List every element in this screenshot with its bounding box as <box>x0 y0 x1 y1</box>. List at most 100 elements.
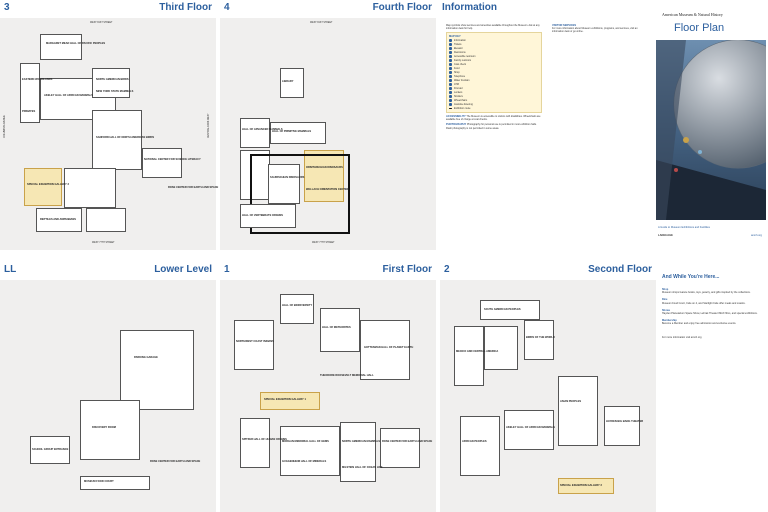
elevator-icon <box>449 46 452 50</box>
key-row: Information <box>449 38 539 42</box>
lower-level-panel: LL Lower Level PARKING GARAGE DISCOVERY … <box>0 262 216 512</box>
wheelchair-icon <box>449 98 452 102</box>
key-row: Exhibition route <box>449 106 539 110</box>
website-link[interactable]: amnh.org <box>751 234 762 237</box>
hall-label: MEXICO AND CENTRAL AMERICA <box>456 350 499 353</box>
hall-label: SOUTH AMERICAN PEOPLES <box>484 308 521 311</box>
map-block <box>524 320 554 360</box>
second-floor-header: 2 Second Floor <box>440 262 656 278</box>
map-block <box>480 300 540 320</box>
hall-label: SPECIAL EXHIBITION GALLERY 3 <box>27 183 69 186</box>
hall-label: NATIONAL CENTER FOR SCIENCE LITERACY <box>144 158 201 161</box>
coat-icon <box>449 62 452 66</box>
hall-label: MILSTEIN HALL OF OCEAN LIFE <box>342 466 383 469</box>
fourth-floor-header: 4 Fourth Floor <box>220 0 436 16</box>
locker-icon <box>449 90 452 94</box>
key-row: Assistive listening <box>449 102 539 106</box>
floor-title: Third Floor <box>159 2 212 13</box>
food-icon <box>449 66 452 70</box>
hall-label: ROSE CENTER FOR EARTH AND SPACE <box>382 440 433 443</box>
map-block <box>340 422 376 482</box>
orientation-center-block <box>304 150 344 202</box>
map-block <box>270 122 326 144</box>
hall-label: SAURISCHIAN DINOSAURS <box>270 176 305 179</box>
info-column-left: Map symbols show services and amenities … <box>446 24 542 132</box>
phone-icon <box>449 74 452 78</box>
hayden-sphere-illustration <box>656 40 766 220</box>
fourth-floor-panel: 4 Fourth Floor WEST 81ST STREET WEST 77T… <box>220 0 436 250</box>
map-block <box>234 320 274 370</box>
map-key-title: MAP KEY <box>449 35 461 39</box>
map-block <box>240 204 296 228</box>
third-floor-header: 3 Third Floor <box>0 0 216 16</box>
key-row: ATM <box>449 82 539 86</box>
map-block <box>360 320 410 380</box>
hall-label: NORTHWEST COAST INDIANS <box>236 340 274 343</box>
family-icon <box>449 58 452 62</box>
key-row: Tickets <box>449 42 539 46</box>
atm-icon <box>449 82 452 86</box>
hall-label: NORTH AMERICAN MAMMALS <box>342 440 381 443</box>
map-block <box>484 326 518 370</box>
while-here-title: And While You're Here... <box>662 274 720 280</box>
hall-label: ASIAN PEOPLES <box>560 400 582 403</box>
hall-label: SCHOOL GROUP ENTRANCE <box>32 448 69 451</box>
ticket-icon <box>449 42 452 46</box>
map-block <box>64 168 116 208</box>
hall-label: GOTTESMAN HALL OF PLANET EARTH <box>364 346 414 349</box>
map-block <box>92 110 142 170</box>
third-floor-panel: 3 Third Floor WEST 81ST STREET WEST 77TH… <box>0 0 219 250</box>
map-block <box>80 400 140 460</box>
map-block <box>80 476 150 490</box>
map-block <box>280 68 304 98</box>
street-label: CENTRAL PARK WEST <box>208 113 210 138</box>
hall-label: HALL OF METEORITES <box>322 326 351 329</box>
information-title: Information <box>442 2 497 13</box>
hall-label: MARGARET MEAD HALL OF PACIFIC PEOPLES <box>46 42 106 45</box>
map-block <box>240 418 270 468</box>
hall-label: NORTH AMERICAN BIRDS <box>96 78 129 81</box>
map-block <box>268 164 300 204</box>
key-row: Coat check <box>449 62 539 66</box>
lower-level-map: PARKING GARAGE DISCOVERY ROOM SCHOOL GRO… <box>0 280 216 512</box>
floor-number: 4 <box>224 2 230 13</box>
key-row: Water fountain <box>449 78 539 82</box>
hall-label: ROSE CENTER FOR EARTH AND SPACE <box>168 186 219 189</box>
map-block <box>40 34 82 60</box>
key-row: Elevator <box>449 46 539 50</box>
hall-label: SANFORD HALL OF NORTH AMERICAN BIRDS <box>96 136 155 139</box>
map-block <box>380 428 420 468</box>
map-block <box>460 416 500 476</box>
map-block <box>92 68 130 98</box>
hall-label: ORNITHISCHIAN DINOSAURS <box>306 166 343 169</box>
information-header: Information <box>440 0 652 16</box>
third-floor-map: WEST 81ST STREET WEST 77TH STREET COLUMB… <box>0 18 219 250</box>
key-row: Shop <box>449 70 539 74</box>
key-row: Strollers <box>449 94 539 98</box>
key-row: Lockers <box>449 90 539 94</box>
exhibition-route-outline <box>250 154 350 234</box>
floor-title: Lower Level <box>154 264 212 275</box>
while-here-footer: For more information visit amnh.org <box>662 335 702 339</box>
hall-label: AFRICAN PEOPLES <box>462 440 487 443</box>
photography-text: PHOTOGRAPHY Photography for personal use… <box>446 123 537 130</box>
street-label: WEST 77TH STREET <box>92 242 115 244</box>
map-block <box>240 118 270 148</box>
street-label: WEST 81ST STREET <box>90 22 113 24</box>
map-block <box>504 410 554 450</box>
key-row: Wheelchairs <box>449 98 539 102</box>
route-icon <box>449 107 452 109</box>
key-row: Restrooms <box>449 50 539 54</box>
map-block <box>320 308 360 352</box>
fourth-floor-map: WEST 81ST STREET WEST 77TH STREET LIBRAR… <box>220 18 436 250</box>
hall-label: HAYDEN BIG BANG THEATER <box>606 420 644 423</box>
key-row: Family restroom <box>449 58 539 62</box>
hall-label: HALL OF PRIMITIVE MAMMALS <box>272 130 312 133</box>
hall-label: THEODORE ROOSEVELT MEMORIAL HALL <box>320 374 374 377</box>
hall-label: SPECIAL EXHIBITION GALLERY 2 <box>560 484 602 487</box>
map-block <box>30 436 70 464</box>
